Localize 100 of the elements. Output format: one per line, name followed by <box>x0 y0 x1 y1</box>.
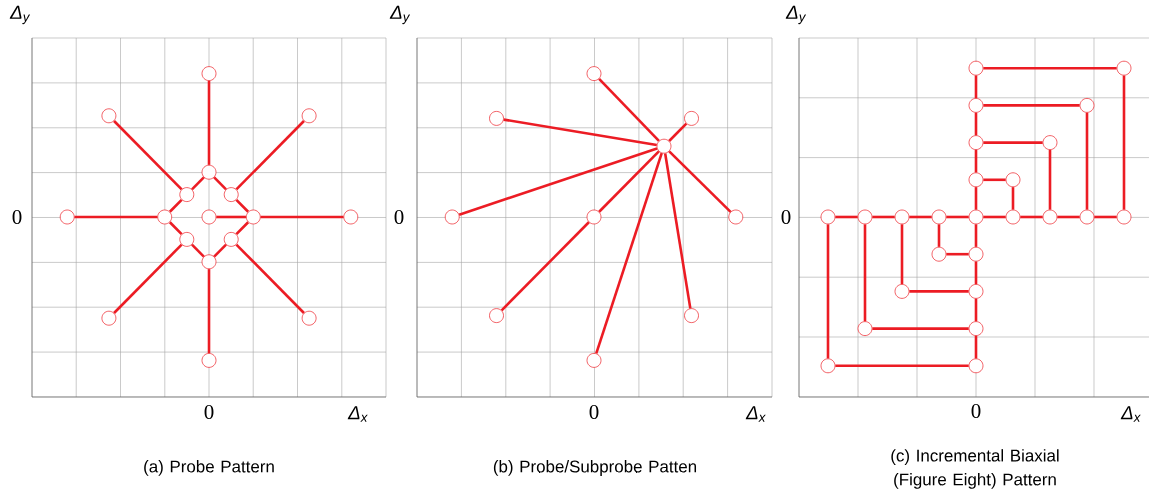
path-line <box>113 120 183 191</box>
axis-label: Δ$_{x}$ <box>1120 406 1141 422</box>
caption: (c) Incremental Biaxial (Figure Eight) Pattern <box>891 449 1059 489</box>
probe-point <box>201 353 217 368</box>
tick-label: 0 <box>781 209 791 225</box>
path-line <box>503 118 657 147</box>
path-line <box>983 141 1043 144</box>
path-line <box>1048 149 1052 210</box>
probe-point <box>728 209 744 225</box>
probe-point <box>101 310 117 326</box>
path-line <box>598 150 660 213</box>
probe-point <box>1042 135 1058 150</box>
probe-point <box>301 108 317 124</box>
probe-point <box>857 209 873 225</box>
probe-point <box>894 209 910 225</box>
path-line <box>900 224 904 285</box>
probe-point <box>684 308 699 323</box>
axis-label: Δ$_{x}$ <box>745 406 766 422</box>
path-line <box>909 290 969 293</box>
probe-point <box>1005 209 1021 225</box>
probe-point <box>444 209 460 225</box>
tick-label: 0 <box>589 404 599 420</box>
probe-point <box>820 358 836 374</box>
probe-point <box>684 111 699 126</box>
probe-point <box>820 209 836 225</box>
path-line <box>937 224 941 247</box>
path-line <box>974 261 978 285</box>
probe-point <box>586 209 602 225</box>
path-line <box>235 221 250 236</box>
path-line <box>983 104 1080 107</box>
probe-point <box>201 254 217 270</box>
probe-point <box>157 209 173 225</box>
path-line <box>974 112 978 136</box>
probe-point <box>586 353 602 368</box>
probe-point <box>59 209 75 225</box>
probe-point <box>489 111 504 126</box>
path-line <box>835 364 969 368</box>
tick-label: 0 <box>394 209 404 225</box>
path-line <box>1011 187 1015 210</box>
path-line <box>974 335 978 359</box>
path-line <box>974 149 978 173</box>
probe-point <box>894 284 910 299</box>
probe-point <box>857 321 873 336</box>
probe-point <box>968 246 984 262</box>
probe-point <box>968 321 984 336</box>
path-line <box>235 243 305 314</box>
probe-point <box>968 135 984 150</box>
path-line <box>668 122 688 142</box>
path-line <box>1057 215 1080 219</box>
probe-point <box>343 209 359 225</box>
probe-point <box>1005 172 1021 188</box>
caption: (b) Probe/Subprobe Patten <box>493 460 696 476</box>
path-line <box>1020 215 1043 219</box>
probe-point <box>223 187 239 202</box>
path-line <box>213 176 227 191</box>
path-line <box>909 215 932 219</box>
probe-point <box>245 209 261 225</box>
path-line <box>835 215 858 219</box>
path-line <box>663 153 692 309</box>
path-line <box>500 221 590 312</box>
path-line <box>826 224 830 359</box>
path-line <box>1094 215 1117 219</box>
path-line <box>974 75 978 99</box>
probe-point <box>301 310 317 326</box>
path-line <box>235 198 250 213</box>
probe-point <box>201 164 217 180</box>
axis-label: Δ$_{y}$ <box>389 5 411 25</box>
probe-point <box>179 187 195 202</box>
probe-point <box>1116 209 1132 225</box>
path-line <box>598 78 660 142</box>
path-line <box>168 221 183 236</box>
probe-point <box>586 66 602 81</box>
tick-label: 0 <box>204 404 214 420</box>
path-line <box>1122 75 1126 210</box>
probe-point <box>489 308 504 323</box>
tick-label: 0 <box>12 209 22 225</box>
caption: (a) Probe Pattern <box>144 460 274 476</box>
axis-label: Δ$_{y}$ <box>9 5 31 25</box>
path-line <box>974 187 978 210</box>
path-line <box>168 198 183 213</box>
path-line <box>191 243 205 258</box>
probe-point <box>201 209 217 225</box>
path-line <box>260 215 344 219</box>
path-line <box>872 327 969 330</box>
path-line <box>191 176 205 191</box>
probe-point <box>179 232 195 247</box>
path-line <box>113 243 183 314</box>
path-line <box>458 147 658 216</box>
path-line <box>595 152 663 354</box>
probe-point <box>1079 98 1095 113</box>
path-line <box>213 243 227 258</box>
probe-point <box>968 60 984 76</box>
path-line <box>872 215 895 219</box>
path-line <box>946 252 969 256</box>
path-line <box>983 178 1006 182</box>
axis-label: Δ$_{y}$ <box>785 5 807 25</box>
path-line <box>207 269 211 354</box>
probe-point <box>1116 60 1132 76</box>
probe-point <box>968 172 984 188</box>
probe-point <box>656 138 672 154</box>
